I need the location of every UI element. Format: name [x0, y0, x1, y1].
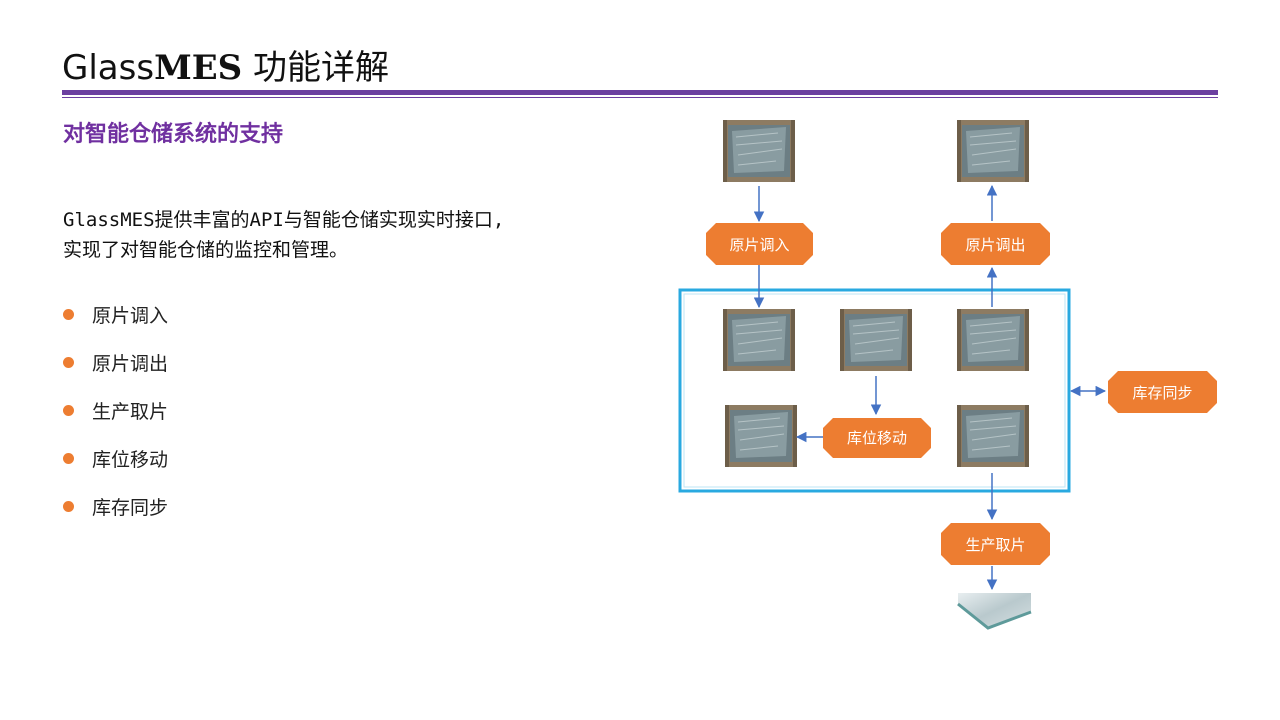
production-label: 生产取片	[965, 536, 1025, 554]
feature-item: 原片调出	[63, 338, 168, 386]
glass-rack-icon	[956, 404, 1030, 468]
glass-sheet-icon	[957, 593, 1032, 630]
glass-rack-icon	[724, 404, 798, 468]
warehouse-boundary-inner	[683, 293, 1066, 488]
glass-rack-icon	[722, 119, 796, 183]
title-divider	[62, 90, 1218, 95]
outbound-label: 原片调出	[965, 236, 1025, 254]
bullet-dot-icon	[63, 308, 74, 320]
glass-rack-icon	[722, 308, 796, 372]
sync-node	[1108, 371, 1217, 413]
feature-item: 库位移动	[63, 434, 168, 482]
feature-label: 库存同步	[92, 496, 169, 519]
intro-text: GlassMES提供丰富的API与智能仓储实现实时接口, 实现了对智能仓储的监控…	[63, 205, 643, 265]
bullet-dot-icon	[63, 452, 74, 464]
feature-label: 生产取片	[92, 400, 169, 423]
outbound-node	[941, 223, 1050, 265]
inbound-label: 原片调入	[729, 236, 789, 254]
title-bold: MES	[154, 48, 243, 88]
production-node	[941, 523, 1050, 565]
bullet-dot-icon	[63, 500, 74, 512]
title-prefix: Glass	[62, 48, 155, 88]
page-title: GlassMES 功能详解	[62, 40, 389, 89]
intro-line-1: GlassMES提供丰富的API与智能仓储实现实时接口,	[63, 209, 505, 231]
move-label: 库位移动	[847, 429, 907, 447]
glass-rack-icon	[956, 308, 1030, 372]
move-node	[823, 418, 931, 458]
section-subtitle: 对智能仓储系统的支持	[63, 122, 284, 147]
glass-rack-icon	[956, 119, 1030, 183]
warehouse-boundary	[678, 288, 1071, 493]
feature-item: 库存同步	[63, 482, 168, 530]
feature-label: 原片调出	[92, 352, 169, 375]
title-divider-thin	[62, 97, 1218, 98]
bullet-dot-icon	[63, 356, 74, 368]
feature-item: 生产取片	[63, 386, 168, 434]
bullet-dot-icon	[63, 404, 74, 416]
glass-rack-icon	[839, 308, 913, 372]
intro-line-2: 实现了对智能仓储的监控和管理。	[63, 239, 349, 261]
feature-list: 原片调入 原片调出 生产取片 库位移动 库存同步	[63, 290, 168, 530]
inbound-node	[706, 223, 813, 265]
sync-label: 库存同步	[1132, 384, 1192, 402]
feature-label: 原片调入	[92, 304, 169, 327]
feature-label: 库位移动	[92, 448, 169, 471]
feature-item: 原片调入	[63, 290, 168, 338]
title-suffix: 功能详解	[242, 48, 389, 88]
